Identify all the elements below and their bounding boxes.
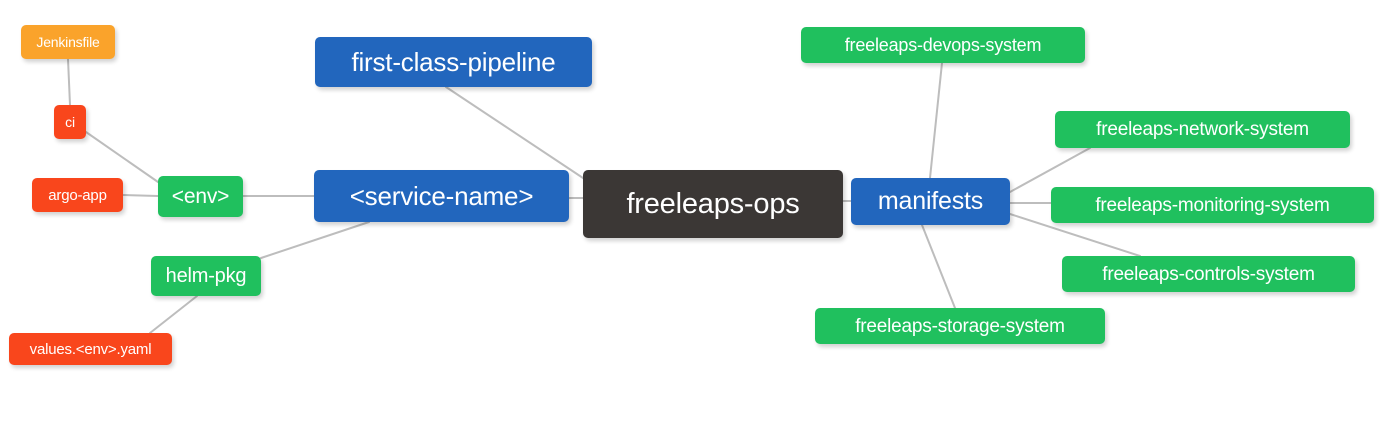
edge-helm-pkg-to-values-env-yaml [149, 295, 198, 334]
node-helm-pkg[interactable]: helm-pkg [151, 256, 261, 296]
node-label-freeleaps-ops: freeleaps-ops [626, 187, 800, 220]
node-label-freeleaps-devops-system: freeleaps-devops-system [844, 35, 1042, 55]
edge-manifests-to-freeleaps-storage-system [921, 224, 956, 309]
node-label-freeleaps-storage-system: freeleaps-storage-system [855, 315, 1065, 337]
node-label-service-name: <service-name> [349, 181, 534, 211]
node-label-helm-pkg: helm-pkg [165, 265, 247, 287]
edge-manifests-to-freeleaps-devops-system [929, 62, 943, 179]
node-label-manifests: manifests [877, 187, 984, 215]
node-label-first-class-pipeline: first-class-pipeline [351, 47, 556, 77]
node-jenkinsfile[interactable]: Jenkinsfile [21, 25, 115, 59]
node-freeleaps-storage-system[interactable]: freeleaps-storage-system [815, 308, 1105, 344]
node-freeleaps-network-system[interactable]: freeleaps-network-system [1055, 111, 1350, 148]
node-label-env: <env> [171, 185, 230, 208]
node-label-argo-app: argo-app [48, 186, 107, 204]
node-freeleaps-devops-system[interactable]: freeleaps-devops-system [801, 27, 1085, 63]
node-label-freeleaps-monitoring-system: freeleaps-monitoring-system [1095, 194, 1330, 216]
node-first-class-pipeline[interactable]: first-class-pipeline [315, 37, 592, 87]
edge-jenkinsfile-to-ci [67, 58, 71, 106]
edge-service-name-to-first-class-pipeline [445, 86, 584, 179]
node-ci[interactable]: ci [54, 105, 86, 139]
node-label-jenkinsfile: Jenkinsfile [36, 34, 100, 50]
node-argo-app[interactable]: argo-app [32, 178, 123, 212]
node-freeleaps-ops[interactable]: freeleaps-ops [583, 170, 843, 238]
edge-service-name-to-helm-pkg [260, 221, 370, 259]
edge-manifests-to-freeleaps-network-system [1009, 147, 1091, 193]
node-manifests[interactable]: manifests [851, 178, 1010, 225]
node-service-name[interactable]: <service-name> [314, 170, 569, 222]
node-env[interactable]: <env> [158, 176, 243, 217]
edge-argo-app-to-env [122, 194, 159, 197]
node-label-values-env-yaml: values.<env>.yaml [29, 340, 152, 358]
node-label-ci: ci [65, 114, 75, 130]
node-label-freeleaps-controls-system: freeleaps-controls-system [1102, 263, 1315, 285]
node-label-freeleaps-network-system: freeleaps-network-system [1096, 119, 1309, 140]
node-freeleaps-monitoring-system[interactable]: freeleaps-monitoring-system [1051, 187, 1374, 223]
edge-ci-to-env [85, 131, 159, 183]
node-freeleaps-controls-system[interactable]: freeleaps-controls-system [1062, 256, 1355, 292]
node-values-env-yaml[interactable]: values.<env>.yaml [9, 333, 172, 365]
